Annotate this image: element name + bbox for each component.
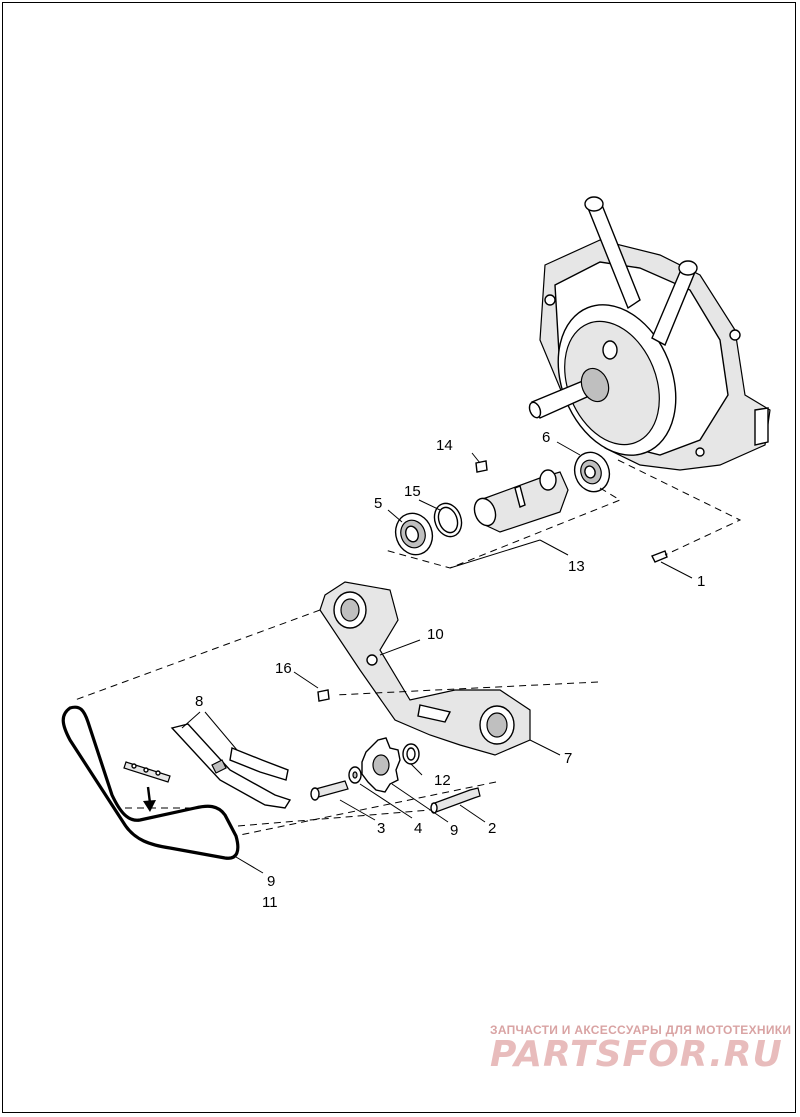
- callout-1: 1: [697, 573, 705, 590]
- screw-1: [651, 550, 668, 563]
- callout-labels: 1 2 3 4 5 6 7 8 9 9 10 11 12 13 14 15 16: [195, 429, 705, 911]
- shaft-13: [473, 469, 569, 533]
- callout-6: 6: [542, 429, 550, 446]
- bolt-3: [310, 780, 349, 801]
- chain-link-piece: [123, 761, 171, 783]
- washer-4: [348, 766, 362, 784]
- callout-12: 12: [434, 772, 451, 789]
- bearing-5: [394, 512, 434, 556]
- bracket-7: [319, 581, 531, 756]
- pin-16: [317, 689, 330, 702]
- sprocket-9: [361, 737, 401, 793]
- pin-14: [475, 460, 488, 473]
- callout-9-chain: 9: [267, 873, 275, 890]
- watermark: ЗАПЧАСТИ И АКСЕССУАРЫ ДЛЯ МОТОТЕХНИКИ PA…: [490, 1023, 791, 1075]
- crankcase-assembly: [528, 196, 771, 471]
- watermark-logo: PARTSFOR.RU: [490, 1034, 783, 1075]
- callout-10: 10: [427, 626, 444, 643]
- drive-chain: [61, 705, 240, 860]
- callout-16: 16: [275, 660, 292, 677]
- callout-13: 13: [568, 558, 585, 575]
- callout-4: 4: [414, 820, 422, 837]
- callout-9-sprocket: 9: [450, 822, 458, 839]
- callout-15: 15: [404, 483, 421, 500]
- callout-7: 7: [564, 750, 572, 767]
- washer-12: [402, 743, 420, 765]
- watermark-tagline: ЗАПЧАСТИ И АКСЕССУАРЫ ДЛЯ МОТОТЕХНИКИ: [490, 1023, 791, 1037]
- callout-8: 8: [195, 693, 203, 710]
- alignment-lines: [74, 459, 742, 836]
- bearing-6: [573, 451, 611, 493]
- callout-5: 5: [374, 495, 382, 512]
- callout-11: 11: [262, 894, 278, 911]
- chain-guide-8: [170, 723, 292, 809]
- callout-2: 2: [488, 820, 496, 837]
- ring-15: [433, 502, 463, 538]
- bolt-2: [430, 787, 481, 814]
- leader-lines: [181, 441, 693, 874]
- callout-14: 14: [436, 437, 453, 454]
- callout-3: 3: [377, 820, 385, 837]
